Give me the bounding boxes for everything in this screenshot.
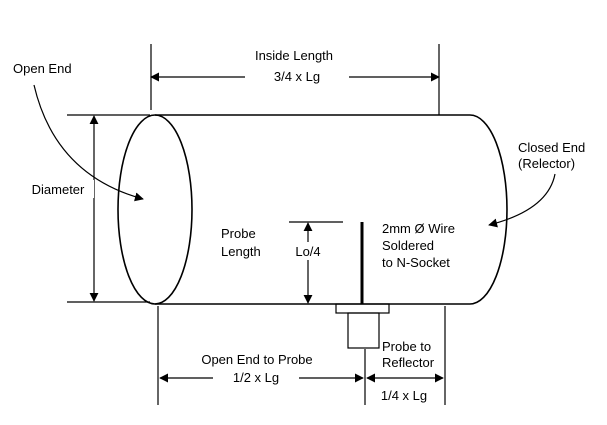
wire-label-1: 2mm Ø Wire: [382, 221, 455, 236]
inside-length-label: Inside Length: [255, 48, 333, 63]
open-end-label: Open End: [13, 61, 72, 76]
inside-length-formula-gap: [245, 68, 349, 86]
closed-end-callout: Closed End (Relector): [488, 140, 585, 228]
open-end-pointer: [33, 84, 144, 202]
n-socket-flange: [335, 303, 390, 314]
probe-length-label-2: Length: [221, 244, 261, 259]
open-end-ellipse: [117, 114, 193, 305]
probe-length-label-1: Probe: [221, 226, 256, 241]
closed-end-arc: [469, 114, 508, 305]
probe: [335, 222, 390, 349]
probe-to-reflector-dimension: Probe to Reflector 1/4 x Lg: [366, 306, 446, 405]
wire-label-3: to N-Socket: [382, 255, 450, 270]
open-end-to-probe-dimension: Open End to Probe 1/2 x Lg: [157, 306, 366, 405]
probe-length-dimension: Probe Length Lo/4: [221, 221, 343, 304]
diameter-dimension: Diameter: [24, 114, 150, 303]
closed-end-pointer: [488, 173, 556, 228]
inside-length-formula: 3/4 x Lg: [274, 69, 320, 84]
inside-length-dimension: Inside Length 3/4 x Lg: [150, 44, 440, 115]
cylinder: [117, 114, 508, 305]
open-end-to-probe-formula-gap: [213, 369, 299, 387]
wire-note: 2mm Ø Wire Soldered to N-Socket: [382, 221, 455, 270]
diameter-label-gap: [24, 180, 94, 198]
wire-label-2: Soldered: [382, 238, 434, 253]
open-end-to-probe-formula: 1/2 x Lg: [233, 370, 279, 385]
probe-length-formula: Lo/4: [295, 244, 320, 259]
n-socket-body: [347, 312, 380, 349]
probe-to-reflector-formula: 1/4 x Lg: [381, 388, 427, 403]
closed-end-label-2: (Relector): [518, 156, 575, 171]
open-end-to-probe-label: Open End to Probe: [201, 352, 312, 367]
probe-to-reflector-label-1: Probe to: [382, 339, 431, 354]
closed-end-label-1: Closed End: [518, 140, 585, 155]
probe-to-reflector-label-2: Reflector: [382, 355, 435, 370]
probe-length-formula-gap: [288, 242, 326, 260]
open-end-callout: Open End: [13, 61, 144, 202]
diameter-label: Diameter: [32, 182, 85, 197]
